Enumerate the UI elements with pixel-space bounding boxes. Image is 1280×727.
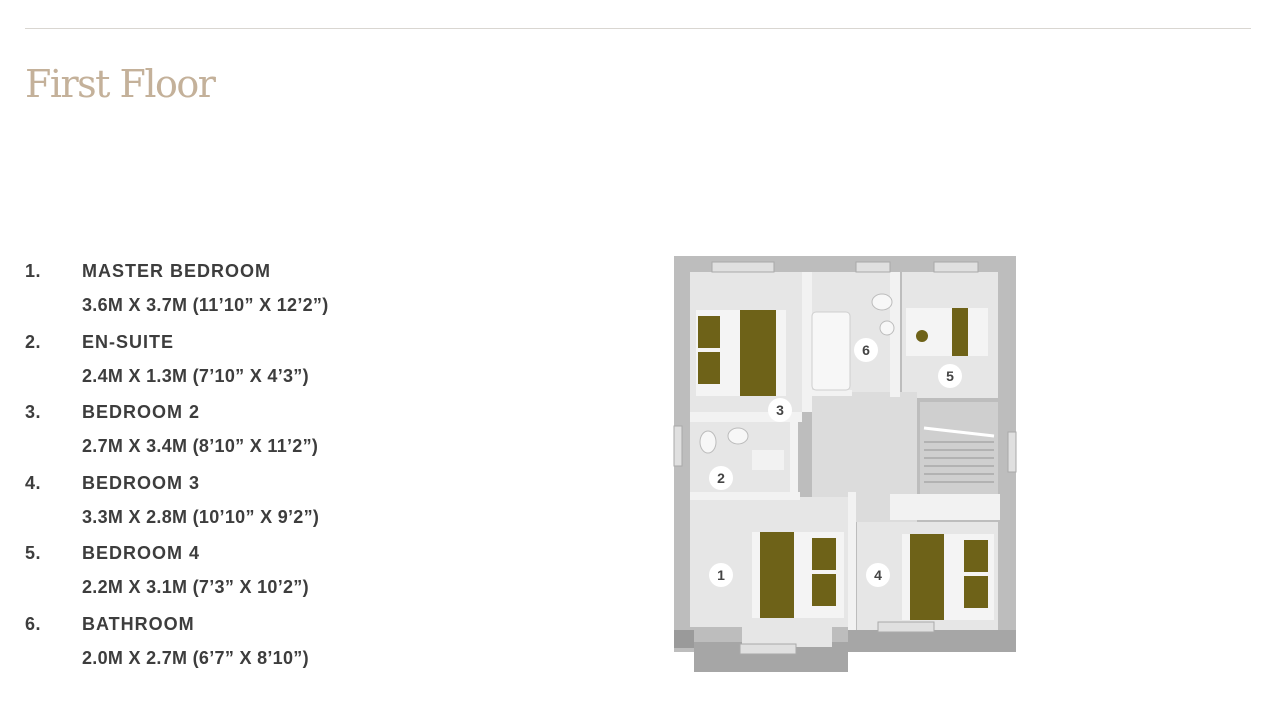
room-dimensions: 3.6M X 3.7M (11’10” X 12’2”) <box>82 295 329 315</box>
room-marker-5: 5 <box>938 364 962 388</box>
room-name: BEDROOM 2 <box>82 402 201 423</box>
room-number: 3. <box>25 402 42 423</box>
room-name: MASTER BEDROOM <box>82 261 271 281</box>
interior-walls <box>690 272 1000 630</box>
room-marker-3: 3 <box>768 398 792 422</box>
floorplan-diagram: 1 2 3 4 5 6 <box>673 256 1017 672</box>
room-number: 5. <box>25 543 42 564</box>
staircase <box>920 402 998 494</box>
room-dimensions: 2.7M X 3.4M (8’10” X 11’2”) <box>82 436 319 457</box>
top-divider <box>25 28 1251 29</box>
bed-bedroom-4 <box>906 308 988 356</box>
room-dimensions: 2.4M X 1.3M (7’10” X 4’3”) <box>82 365 309 386</box>
bed-master-bedroom <box>752 532 844 618</box>
room-name: BEDROOM 3 <box>82 472 201 493</box>
room-number: 2. <box>25 331 42 352</box>
svg-text:3: 3 <box>776 402 784 418</box>
room-marker-1: 1 <box>709 563 733 587</box>
room-number: 4. <box>25 472 42 493</box>
page-title: First Floor <box>25 62 216 106</box>
room-dimensions: 3.3M X 2.8M (10’10” X 9’2”) <box>82 506 320 527</box>
svg-text:4: 4 <box>874 567 882 583</box>
room-dimensions: 2.2M X 3.1M (7’3” X 10’2”) <box>82 577 309 598</box>
svg-text:6: 6 <box>862 342 870 358</box>
svg-text:5: 5 <box>946 368 954 384</box>
room-name: BATHROOM <box>82 613 195 634</box>
room-name: BEDROOM 4 <box>82 543 201 564</box>
svg-text:2: 2 <box>717 470 725 486</box>
bathroom-fixtures <box>699 293 895 470</box>
room-number: 1. <box>25 261 42 281</box>
room-name: EN-SUITE <box>82 331 175 352</box>
windows <box>673 261 1017 655</box>
bed-bedroom-3 <box>902 534 994 620</box>
room-marker-2: 2 <box>709 466 733 490</box>
room-dimensions: 2.0M X 2.7M (6’7” X 8’10”) <box>82 647 309 668</box>
svg-text:1: 1 <box>717 567 725 583</box>
room-marker-4: 4 <box>866 563 890 587</box>
room-number: 6. <box>25 613 42 634</box>
bed-bedroom-2 <box>696 310 786 396</box>
room-marker-6: 6 <box>854 338 878 362</box>
